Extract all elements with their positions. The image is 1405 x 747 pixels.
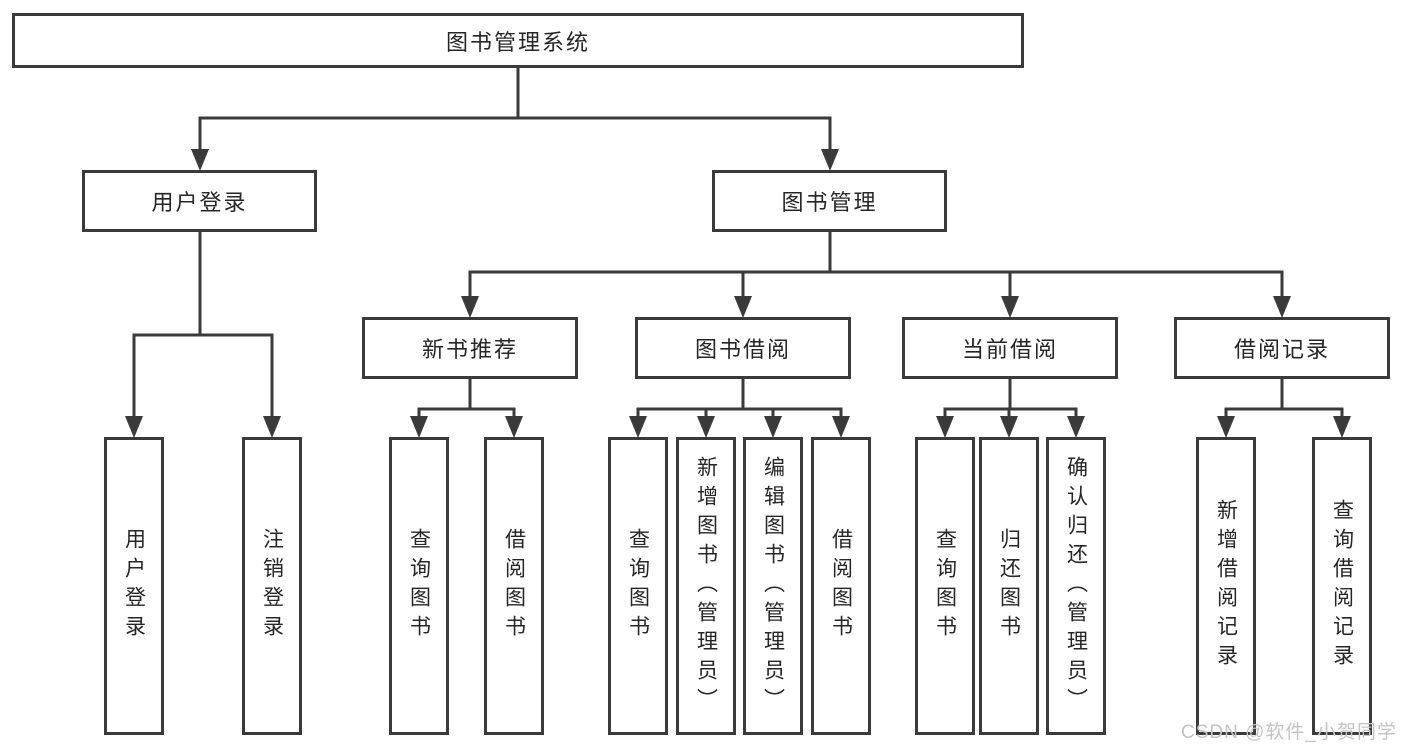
node-library-system: 图书管理系统 bbox=[12, 13, 1024, 68]
leaf-logout: 注销登录 bbox=[242, 437, 302, 735]
node-current-borrowing: 当前借阅 bbox=[902, 317, 1118, 379]
leaf-edit-book-admin: 编辑图书（管理员） bbox=[743, 437, 803, 735]
leaf-user-login: 用户登录 bbox=[104, 437, 164, 735]
node-user-login: 用户登录 bbox=[82, 170, 317, 232]
node-book-borrowing: 图书借阅 bbox=[635, 317, 851, 379]
leaf-confirm-return-admin: 确认归还（管理员） bbox=[1046, 437, 1106, 735]
node-book-management: 图书管理 bbox=[712, 170, 947, 232]
node-borrowing-records: 借阅记录 bbox=[1174, 317, 1390, 379]
arrowheads bbox=[125, 149, 1351, 438]
leaf-query-borrow-record: 查询借阅记录 bbox=[1312, 437, 1372, 735]
leaf-borrow-books-1: 借阅图书 bbox=[484, 437, 544, 735]
leaf-add-borrow-record: 新增借阅记录 bbox=[1196, 437, 1256, 735]
connector-wire bbox=[132, 66, 1344, 419]
watermark: CSDN @软件_小贺同学 bbox=[1181, 722, 1397, 743]
leaf-query-books-3: 查询图书 bbox=[915, 437, 975, 735]
leaf-borrow-books-2: 借阅图书 bbox=[811, 437, 871, 735]
leaf-query-books-1: 查询图书 bbox=[389, 437, 449, 735]
leaf-query-books-2: 查询图书 bbox=[608, 437, 668, 735]
leaf-return-books: 归还图书 bbox=[979, 437, 1039, 735]
leaf-add-book-admin: 新增图书（管理员） bbox=[676, 437, 736, 735]
node-new-book-recommendation: 新书推荐 bbox=[362, 317, 578, 379]
